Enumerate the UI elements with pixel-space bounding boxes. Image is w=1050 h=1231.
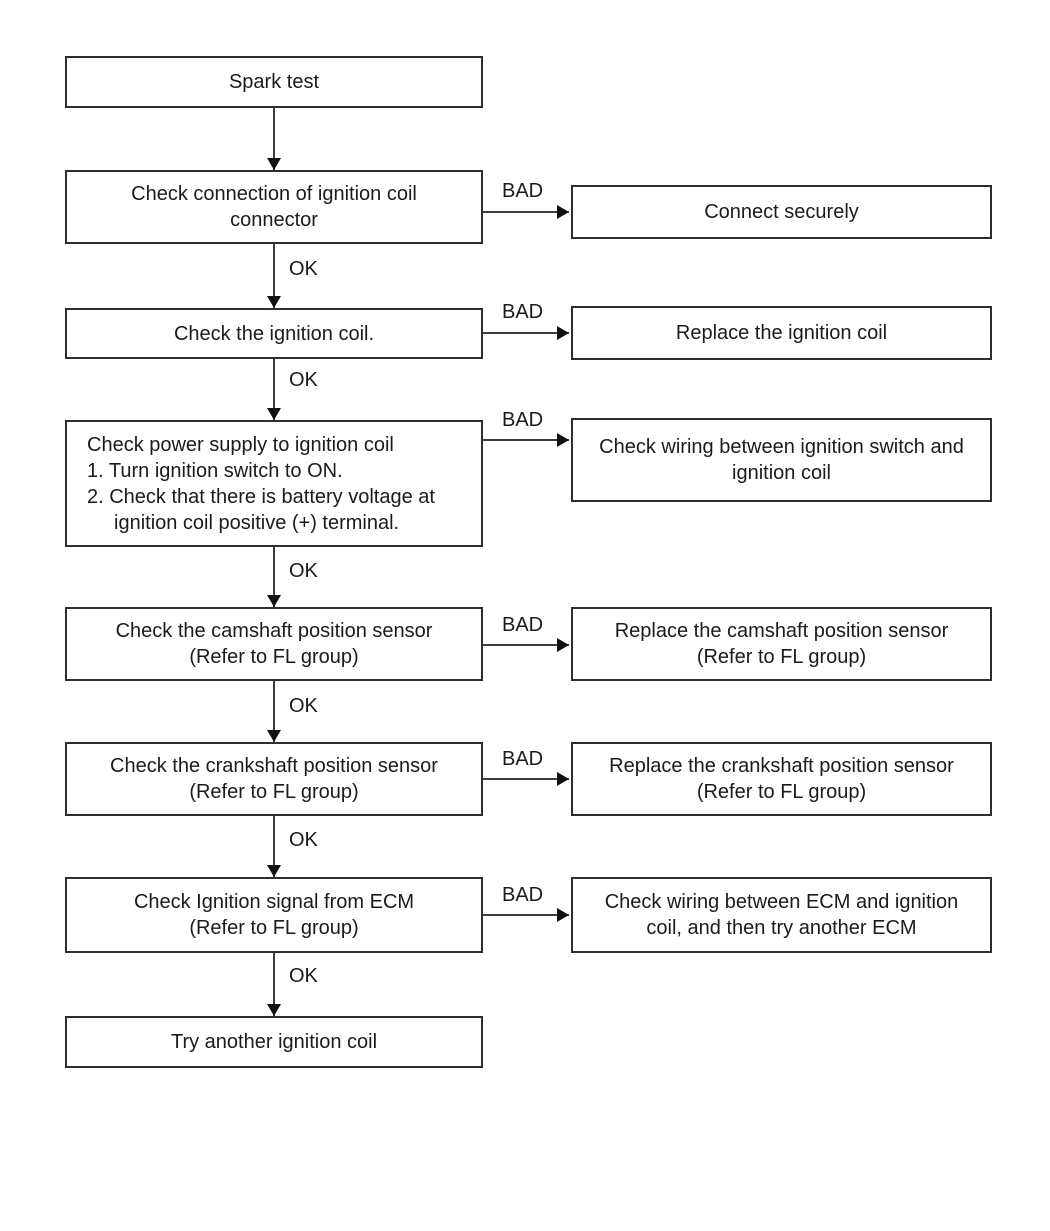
flow-arrow-down-3 xyxy=(267,359,281,420)
node-spark-test: Spark test xyxy=(65,56,483,108)
flow-arrow-right-1 xyxy=(483,205,569,219)
flow-arrow-right-3 xyxy=(483,433,569,447)
node-check-ignition-signal-text-line1: Check Ignition signal from ECM xyxy=(133,891,415,913)
node-try-another-coil-text: Try another ignition coil xyxy=(170,1031,378,1053)
node-replace-camshaft-sensor-text-line2: (Refer to FL group) xyxy=(696,646,867,668)
node-check-wiring-ecm: Check wiring between ECM and ignition co… xyxy=(571,877,992,953)
ok-label-4: OK xyxy=(289,695,318,717)
bad-label-4: BAD xyxy=(502,614,544,636)
node-check-ignition-coil-text: Check the ignition coil. xyxy=(173,322,375,345)
node-try-another-coil: Try another ignition coil xyxy=(65,1016,483,1068)
flow-arrow-right-4 xyxy=(483,638,569,652)
flow-arrow-down-1 xyxy=(267,108,281,170)
node-check-power-supply-text-line4: ignition coil positive (+) terminal. xyxy=(114,511,400,534)
flow-arrow-right-5 xyxy=(483,772,569,786)
node-check-ignition-coil: Check the ignition coil. xyxy=(65,308,483,359)
node-check-wiring-ignition-switch: Check wiring between ignition switch and… xyxy=(571,418,992,502)
flow-arrow-down-7 xyxy=(267,953,281,1016)
node-check-wiring-ignition-switch-text-line1: Check wiring between ignition switch and xyxy=(599,436,964,458)
node-replace-crankshaft-sensor-text-line1: Replace the crankshaft position sensor xyxy=(609,755,954,777)
flow-arrow-down-4 xyxy=(267,547,281,607)
ok-label-1: OK xyxy=(289,258,318,280)
bad-label-1: BAD xyxy=(502,180,544,202)
node-check-power-supply: Check power supply to ignition coil 1. T… xyxy=(65,420,483,547)
node-replace-ignition-coil-text: Replace the ignition coil xyxy=(675,322,888,344)
flow-arrow-down-5 xyxy=(267,681,281,742)
node-replace-crankshaft-sensor-text-line2: (Refer to FL group) xyxy=(696,781,867,803)
node-check-ignition-signal: Check Ignition signal from ECM (Refer to… xyxy=(65,877,483,953)
node-check-camshaft-sensor: Check the camshaft position sensor (Refe… xyxy=(65,607,483,681)
flow-arrow-down-6 xyxy=(267,816,281,877)
node-replace-crankshaft-sensor: Replace the crankshaft position sensor (… xyxy=(571,742,992,816)
bad-label-3: BAD xyxy=(502,409,544,431)
bad-label-6: BAD xyxy=(502,884,544,906)
node-check-camshaft-sensor-text-line1: Check the camshaft position sensor xyxy=(115,620,433,642)
node-connect-securely: Connect securely xyxy=(571,185,992,239)
node-check-power-supply-text-line1: Check power supply to ignition coil xyxy=(87,433,394,456)
node-check-crankshaft-sensor-text-line1: Check the crankshaft position sensor xyxy=(110,755,438,777)
node-replace-camshaft-sensor: Replace the camshaft position sensor (Re… xyxy=(571,607,992,681)
node-check-ignition-signal-text-line2: (Refer to FL group) xyxy=(189,917,359,939)
node-replace-camshaft-sensor-text-line1: Replace the camshaft position sensor xyxy=(614,620,949,642)
bad-label-5: BAD xyxy=(502,748,544,770)
node-check-camshaft-sensor-text-line2: (Refer to FL group) xyxy=(189,646,359,668)
flow-arrow-right-2 xyxy=(483,326,569,340)
node-check-wiring-ignition-switch-text-line2: ignition coil xyxy=(732,462,831,484)
node-check-connection: Check connection of ignition coil connec… xyxy=(65,170,483,244)
node-check-power-supply-text-line3: 2. Check that there is battery voltage a… xyxy=(87,485,435,508)
flow-arrow-right-6 xyxy=(483,908,569,922)
ok-label-3: OK xyxy=(289,560,318,582)
flow-arrow-down-2 xyxy=(267,244,281,308)
node-check-wiring-ecm-text-line1: Check wiring between ECM and ignition xyxy=(604,891,959,913)
ok-label-2: OK xyxy=(289,369,318,391)
node-replace-ignition-coil: Replace the ignition coil xyxy=(571,306,992,360)
bad-label-2: BAD xyxy=(502,301,544,323)
node-check-power-supply-text-line2: 1. Turn ignition switch to ON. xyxy=(87,459,343,482)
ok-label-5: OK xyxy=(289,829,318,851)
node-check-crankshaft-sensor-text-line2: (Refer to FL group) xyxy=(189,781,359,803)
node-spark-test-text: Spark test xyxy=(228,71,320,93)
node-connect-securely-text: Connect securely xyxy=(704,201,859,223)
node-check-connection-text-line2: connector xyxy=(230,209,318,231)
ok-label-6: OK xyxy=(289,965,318,987)
node-check-crankshaft-sensor: Check the crankshaft position sensor (Re… xyxy=(65,742,483,816)
node-check-wiring-ecm-text-line2: coil, and then try another ECM xyxy=(646,917,917,939)
node-check-connection-text-line1: Check connection of ignition coil xyxy=(131,183,417,205)
